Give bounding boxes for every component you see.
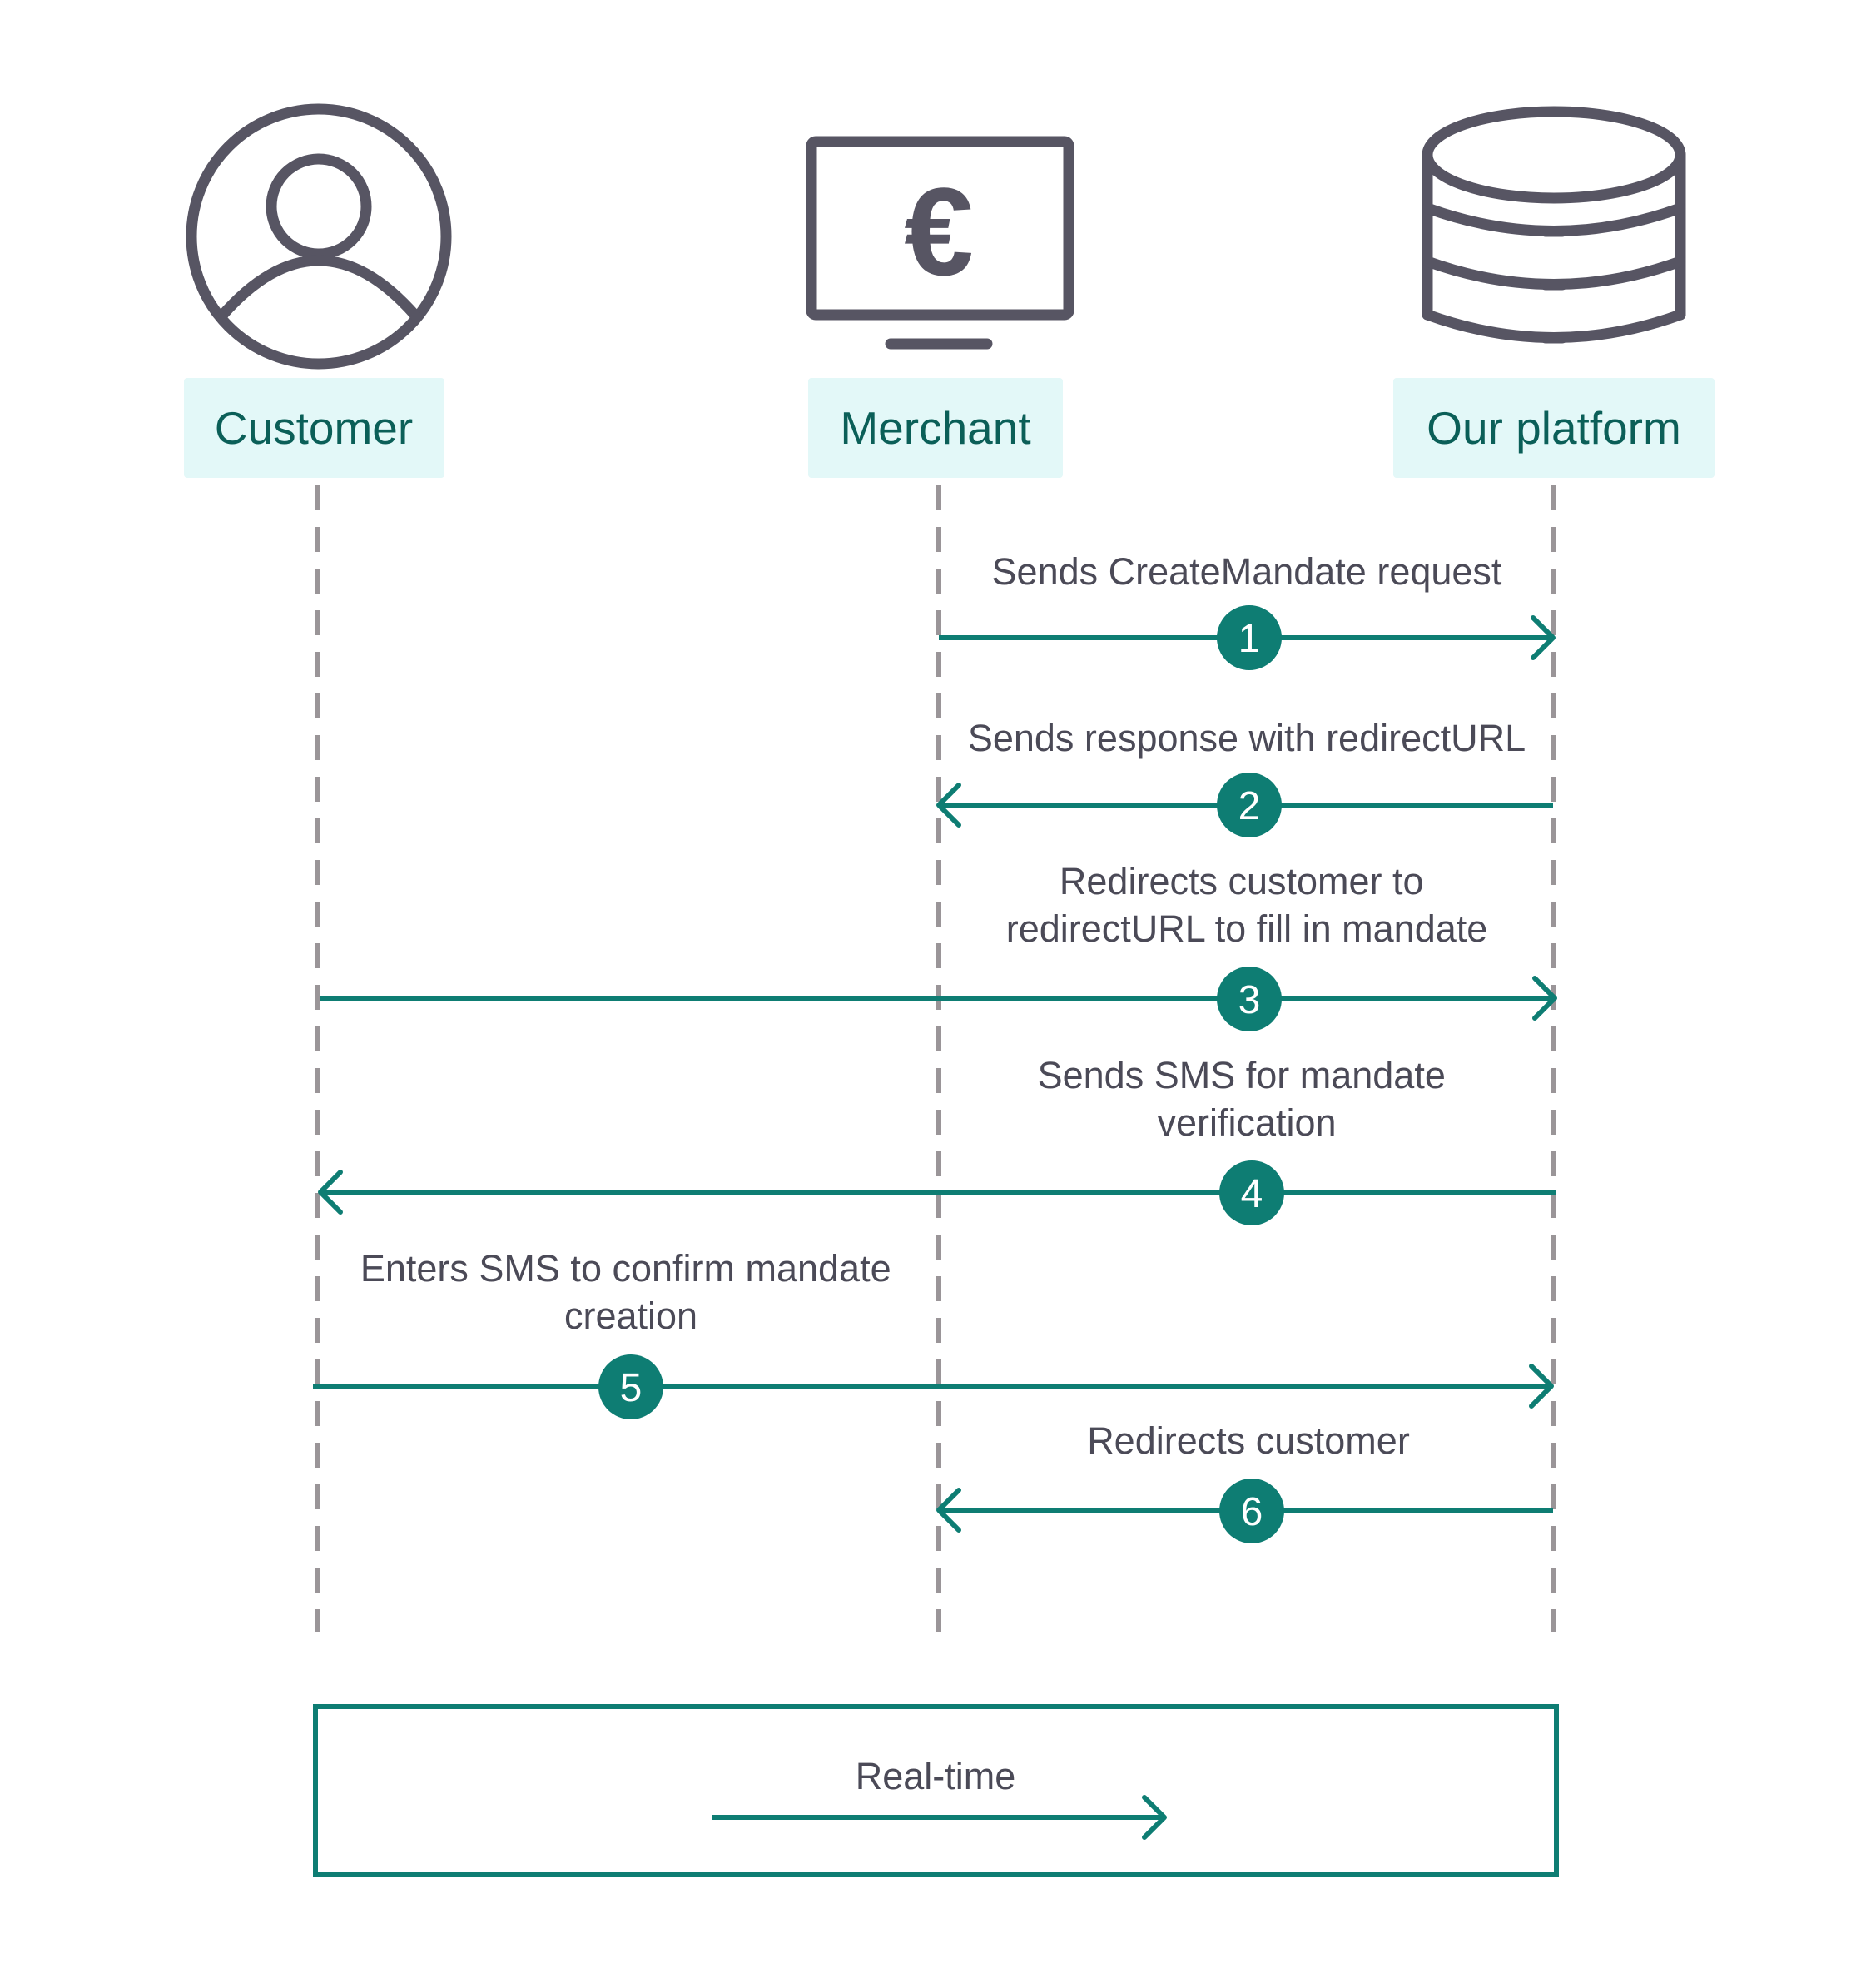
step-number: 6 — [1241, 1490, 1263, 1534]
arrow-head — [1532, 976, 1557, 1021]
step-badge — [1217, 605, 1282, 670]
message-label: Enters SMS to confirm mandate creation — [360, 1247, 901, 1337]
message-6: Redirects customer 6 — [936, 1419, 1553, 1543]
arrow-head — [936, 783, 961, 828]
message-label: Redirects customer — [1087, 1419, 1410, 1462]
step-number: 2 — [1238, 784, 1261, 828]
step-number: 5 — [620, 1366, 643, 1410]
actor-label-text: Our platform — [1427, 402, 1681, 454]
step-badge — [1217, 967, 1282, 1031]
step-badge — [1219, 1160, 1284, 1225]
user-circle-icon — [186, 103, 452, 370]
message-3: Redirects customer to redirectURL to fil… — [320, 860, 1557, 1031]
step-badge — [1217, 773, 1282, 837]
arrow-head — [1529, 1364, 1554, 1409]
step-number: 4 — [1241, 1172, 1263, 1216]
actor-label-text: Customer — [215, 402, 413, 454]
message-1: Sends CreateMandate request 1 — [939, 550, 1556, 670]
actor-label-text: Merchant — [840, 402, 1030, 454]
database-icon — [1422, 106, 1686, 344]
monitor-euro-icon: € — [806, 136, 1074, 350]
arrow-head — [1531, 615, 1556, 660]
actor-label-customer: Customer — [184, 378, 444, 478]
arrow-head — [318, 1170, 343, 1215]
legend-box — [313, 1704, 1559, 1877]
message-2: Sends response with redirectURL 2 — [936, 717, 1553, 837]
message-label: Redirects customer to redirectURL to fil… — [1006, 860, 1488, 950]
message-4: Sends SMS for mandate verification 4 — [318, 1054, 1556, 1225]
legend-arrow-head — [1142, 1795, 1167, 1840]
actor-label-merchant: Merchant — [808, 378, 1063, 478]
step-badge — [1219, 1479, 1284, 1543]
step-badge — [598, 1354, 663, 1419]
message-label: Sends CreateMandate request — [992, 550, 1502, 593]
arrow-head — [936, 1488, 961, 1533]
euro-glyph: € — [904, 162, 973, 301]
legend-label: Real-time — [856, 1755, 1016, 1797]
step-number: 3 — [1238, 978, 1261, 1022]
step-number: 1 — [1238, 617, 1261, 661]
message-label: Sends response with redirectURL — [968, 717, 1526, 759]
message-label: Sends SMS for mandate verification — [1038, 1054, 1457, 1144]
actor-label-platform: Our platform — [1393, 378, 1715, 478]
legend: Real-time — [313, 1704, 1559, 1877]
message-5: Enters SMS to confirm mandate creation 5 — [313, 1247, 1554, 1419]
